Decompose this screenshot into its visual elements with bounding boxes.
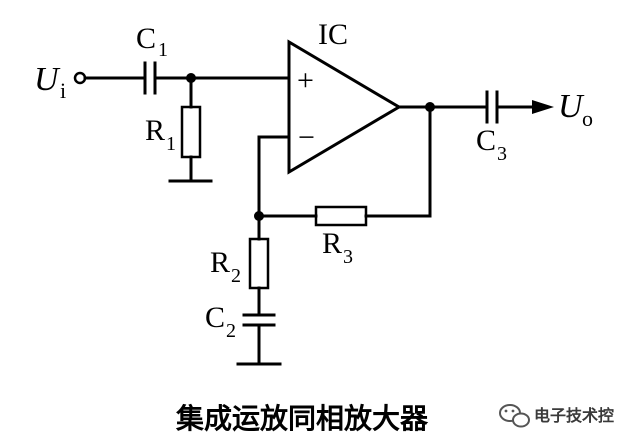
c1-subscript: 1 [158, 39, 168, 61]
r1-label: R [145, 114, 165, 147]
input-subscript: i [60, 78, 66, 103]
input-label: U [34, 61, 61, 98]
diagram-caption: 集成运放同相放大器 [175, 402, 429, 435]
r2-resistor [248, 237, 270, 290]
opamp-triangle [287, 39, 402, 175]
r3-label: R [322, 227, 342, 260]
r3-resistor [314, 205, 368, 227]
r2-label: R [210, 246, 230, 279]
r2-subscript: 2 [231, 265, 241, 287]
c3-label: C [476, 124, 496, 157]
plus-sign: + [297, 64, 314, 97]
ic-label: IC [318, 18, 348, 51]
r1-resistor [180, 105, 202, 159]
wechat-icon [499, 404, 530, 428]
c3-subscript: 3 [497, 143, 507, 165]
output-label: U [558, 88, 585, 125]
watermark-text: 电子技术控 [534, 406, 614, 425]
c2-label: C [205, 301, 225, 334]
r1-subscript: 1 [166, 133, 176, 155]
minus-sign: − [298, 121, 315, 154]
output-subscript: o [582, 106, 593, 131]
c2-subscript: 2 [226, 320, 236, 342]
output-arrowhead [532, 100, 554, 114]
r3-subscript: 3 [343, 246, 353, 268]
c1-label: C [136, 22, 156, 55]
